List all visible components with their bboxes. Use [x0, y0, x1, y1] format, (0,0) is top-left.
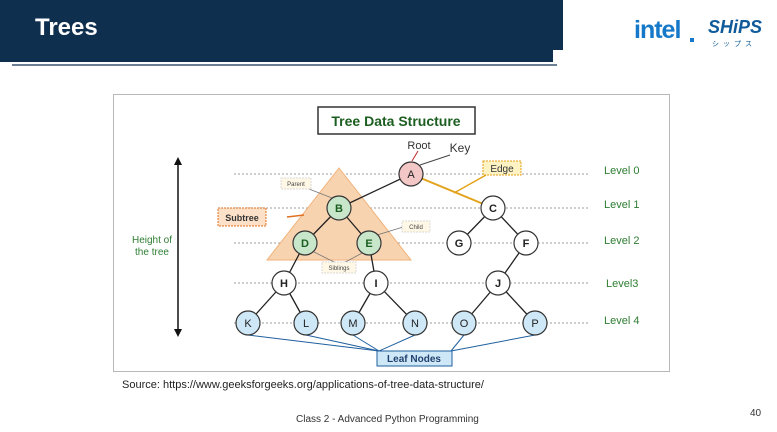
- slide-title: Trees: [35, 14, 98, 41]
- edge-pointer: [453, 174, 487, 194]
- diagram-title-box: [317, 106, 476, 135]
- parent-label-box: [280, 177, 312, 190]
- node-l: [293, 310, 319, 336]
- node-d: [292, 230, 318, 256]
- level-label-2: Level 2: [604, 235, 639, 247]
- siblings-label-box: [321, 261, 357, 274]
- node-label-p: P: [531, 318, 538, 330]
- leaf-nodes-label: Leaf Nodes: [387, 354, 441, 365]
- ships-logo-subtitle: シップス: [712, 41, 756, 48]
- edge-label-box: [482, 160, 522, 176]
- intel-logo-dot: [690, 38, 694, 42]
- node-label-i: I: [374, 278, 377, 290]
- tree-nodes: [235, 161, 548, 336]
- diagram-title: Tree Data Structure: [331, 113, 460, 129]
- subtree-pointer: [286, 214, 305, 218]
- subtree-label-box: [217, 207, 267, 227]
- node-label-b: B: [335, 203, 343, 215]
- height-arrow-top: [174, 157, 182, 165]
- node-label-k: K: [244, 318, 252, 330]
- child-label-box: [401, 220, 431, 233]
- child-label: Child: [409, 225, 423, 231]
- level-label-4: Level 4: [604, 315, 639, 327]
- node-label-g: G: [455, 238, 464, 250]
- ships-logo: SHiPS: [708, 17, 763, 37]
- source-citation: Source: https://www.geeksforgeeks.org/ap…: [122, 379, 484, 391]
- level-label-3: Level3: [606, 278, 638, 290]
- leaf-nodes-box: [376, 350, 453, 367]
- node-f: [513, 230, 539, 256]
- child-pointer: [376, 226, 404, 236]
- leaf-pointer-lines: [247, 334, 536, 352]
- node-label-l: L: [303, 318, 309, 330]
- level-label-1: Level 1: [604, 199, 639, 211]
- tree-diagram: Tree Data Structure: [113, 94, 670, 372]
- level-label-0: Level 0: [604, 165, 639, 177]
- key-pointer: [419, 154, 451, 166]
- node-label-j: J: [495, 278, 501, 290]
- height-label-line2: the tree: [135, 247, 169, 258]
- node-label-f: F: [523, 238, 530, 250]
- node-p: [522, 310, 548, 336]
- node-e: [356, 230, 382, 256]
- title-bar: [0, 0, 553, 62]
- height-label-line1: Height of: [132, 235, 172, 246]
- node-a: [398, 161, 424, 187]
- parent-pointer: [308, 188, 333, 199]
- highlighted-edge: [410, 173, 494, 209]
- title-underline: [12, 64, 557, 66]
- subtree-label: Subtree: [225, 213, 259, 223]
- node-b: [326, 195, 352, 221]
- parent-label: Parent: [287, 182, 305, 188]
- node-label-c: C: [489, 203, 497, 215]
- node-label-e: E: [365, 238, 372, 250]
- node-j: [485, 270, 511, 296]
- node-i: [363, 270, 389, 296]
- node-m: [340, 310, 366, 336]
- node-c: [480, 195, 506, 221]
- edge-label: Edge: [490, 164, 514, 175]
- node-label-n: N: [411, 318, 419, 330]
- intel-logo: intel: [634, 16, 681, 44]
- key-label: Key: [450, 141, 471, 155]
- node-label-h: H: [280, 278, 288, 290]
- node-o: [451, 310, 477, 336]
- node-label-m: M: [348, 318, 357, 330]
- node-g: [446, 230, 472, 256]
- node-n: [402, 310, 428, 336]
- root-pointer: [411, 150, 419, 162]
- page-number: 40: [750, 408, 762, 419]
- node-h: [271, 270, 297, 296]
- node-k: [235, 310, 261, 336]
- node-label-a: A: [407, 169, 415, 181]
- slide-footer: Class 2 - Advanced Python Programming: [296, 414, 479, 425]
- title-bar-notch: [553, 0, 563, 50]
- node-label-o: O: [460, 318, 469, 330]
- node-label-d: D: [301, 238, 309, 250]
- root-label: Root: [407, 140, 430, 152]
- height-arrow-bottom: [174, 329, 182, 337]
- siblings-label: Siblings: [328, 266, 349, 272]
